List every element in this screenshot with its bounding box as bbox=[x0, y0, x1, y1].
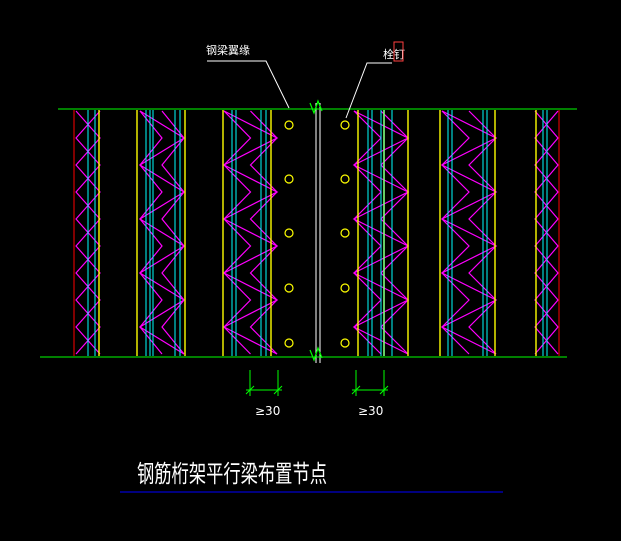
stud-circle-1-1 bbox=[340, 174, 350, 184]
stud-group bbox=[284, 120, 350, 348]
callout-box bbox=[393, 41, 404, 62]
stud-circle-1-4 bbox=[340, 338, 350, 348]
truss-diagonal-4-a bbox=[440, 110, 498, 355]
dimension-right bbox=[351, 370, 389, 396]
stud-circle-0-0 bbox=[284, 120, 294, 130]
stud-circle-0-4 bbox=[284, 338, 294, 348]
truss-diagonal-1-d bbox=[161, 110, 185, 355]
callout-leader-left bbox=[207, 60, 290, 109]
truss-diagonal-1-a bbox=[138, 110, 186, 355]
dimension-text-right: ≥30 bbox=[358, 404, 383, 418]
break-mark-top bbox=[309, 99, 323, 115]
stud-circle-1-2 bbox=[340, 228, 350, 238]
dimension-text-left: ≥30 bbox=[255, 404, 280, 418]
dimension-left bbox=[245, 370, 283, 396]
stud-circle-1-0 bbox=[340, 120, 350, 130]
stud-circle-0-1 bbox=[284, 174, 294, 184]
truss-diagonal-2-d bbox=[249, 110, 278, 355]
truss-diagonal-2-a bbox=[222, 110, 279, 355]
truss-diagonal-2-c bbox=[223, 110, 252, 355]
stud-circle-1-3 bbox=[340, 283, 350, 293]
break-mark-bottom bbox=[309, 346, 323, 362]
truss-group bbox=[75, 110, 559, 355]
truss-diagonal-3-d bbox=[380, 110, 409, 355]
callout-steel-flange: 钢梁翼缘 bbox=[206, 43, 250, 57]
chord-lines bbox=[73, 110, 560, 356]
stud-circle-0-2 bbox=[284, 228, 294, 238]
truss-diagonal-4-c bbox=[441, 110, 470, 355]
drawing-title: 钢筋桁架平行梁布置节点 bbox=[137, 460, 327, 488]
callout-leader-right bbox=[345, 62, 392, 119]
stud-circle-0-3 bbox=[284, 283, 294, 293]
truss-diagonal-1-c bbox=[139, 110, 163, 355]
steel-beam bbox=[309, 99, 323, 363]
